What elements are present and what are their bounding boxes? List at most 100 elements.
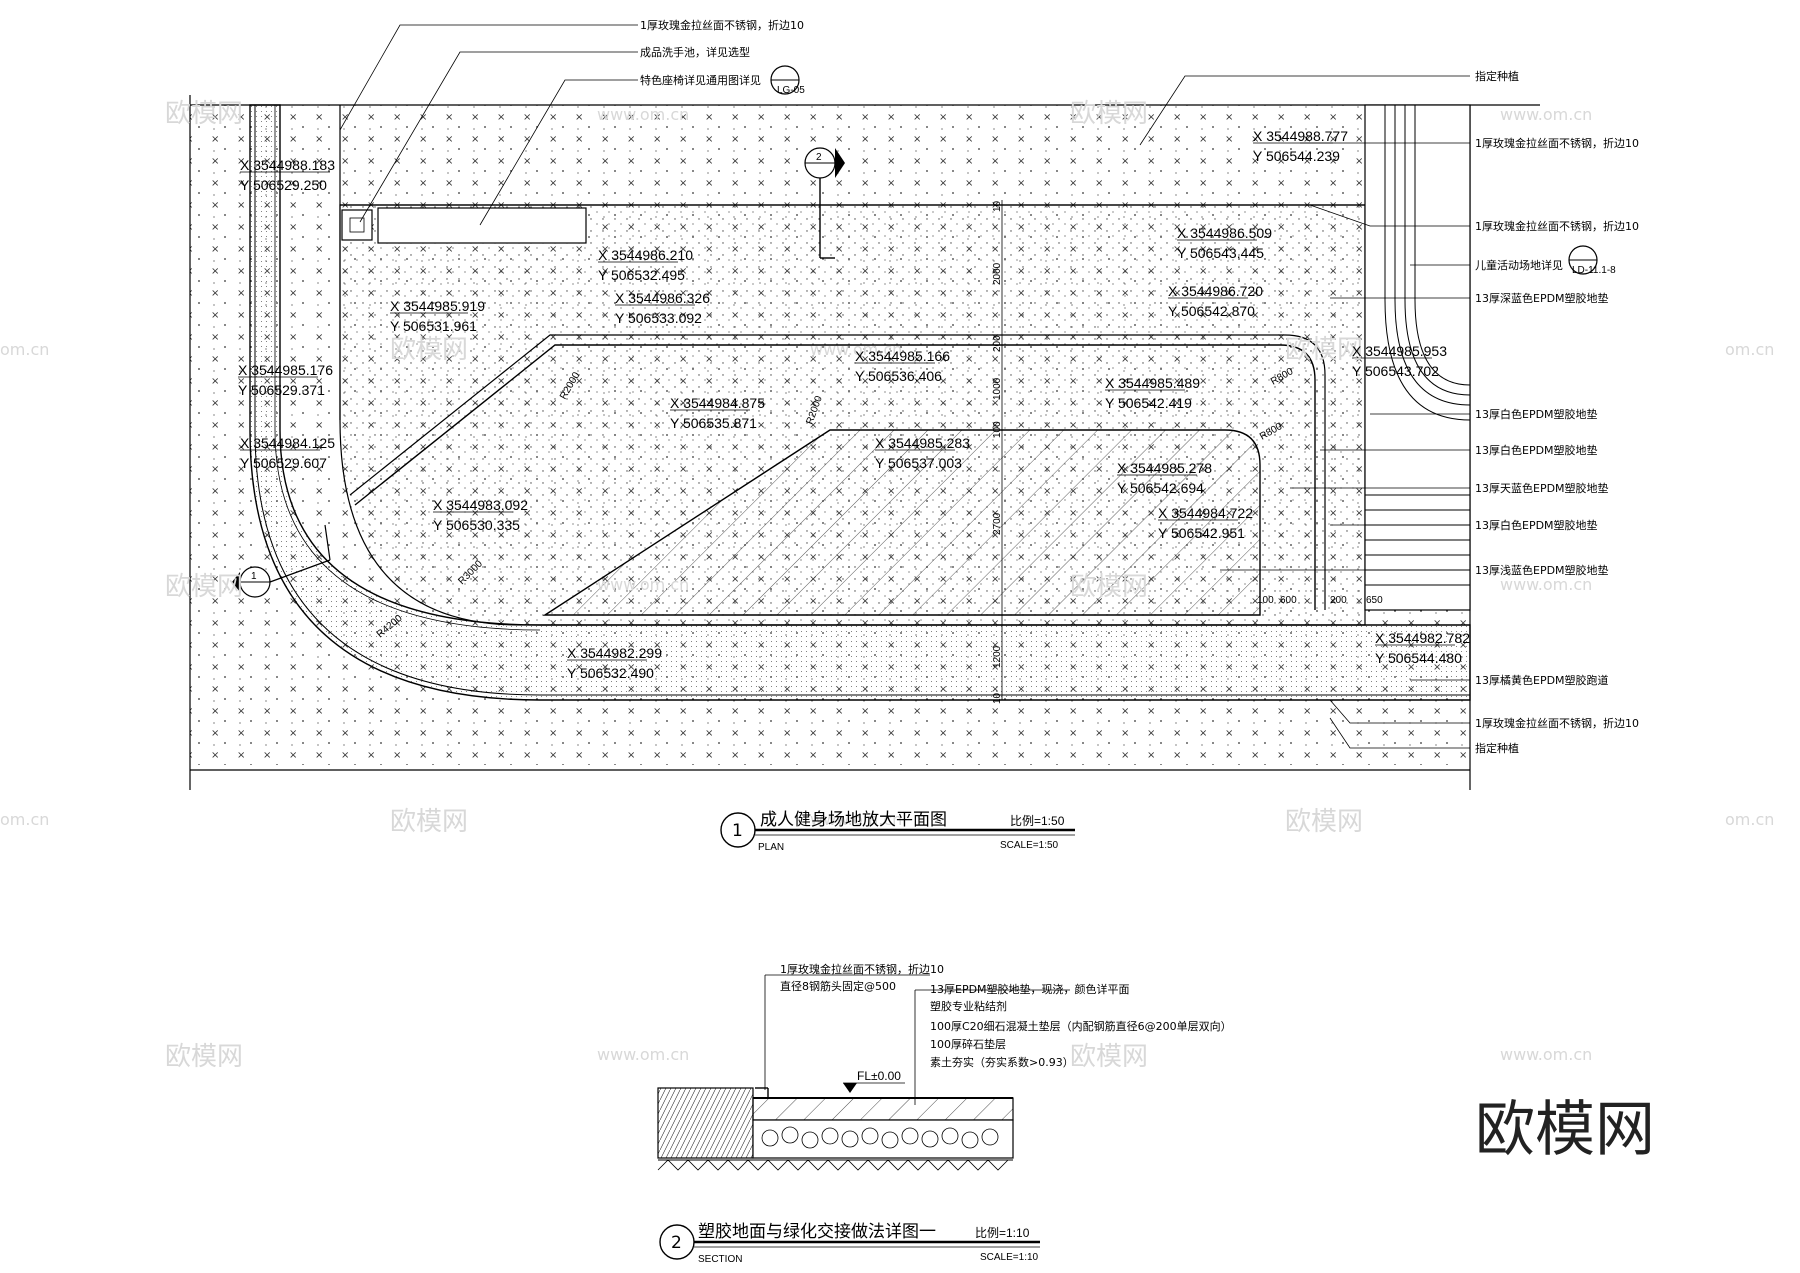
dimension-label: 1000 <box>992 377 1003 400</box>
section-callout-left: 直径8钢筋头固定@500 <box>780 979 896 993</box>
coord-y: Y 506532.490 <box>567 665 654 681</box>
dimension-label: 600 <box>1280 595 1297 606</box>
coord-y: Y 506537.003 <box>875 455 962 471</box>
coord-y: Y 506533.092 <box>615 310 702 326</box>
radius-label: R800 <box>1258 421 1285 443</box>
dimension-label: 2000 <box>992 262 1003 285</box>
coord-x: X 3544985.176 <box>238 362 333 378</box>
callout-right: 13厚白色EPDM塑胶地垫 <box>1475 407 1598 421</box>
coord-x: X 3544985.278 <box>1117 460 1212 476</box>
callout-right: 1厚玫瑰金拉丝面不锈钢，折边10 <box>1475 716 1639 730</box>
watermark: 欧模网 <box>165 572 243 602</box>
plan-scale-en: SCALE=1:50 <box>1000 840 1059 851</box>
watermark-url: www.om.cn <box>1500 575 1592 594</box>
brand-logo: 欧模网 <box>1475 1095 1655 1165</box>
coord-y: Y 506529.371 <box>238 382 325 398</box>
callout-right: 1厚玫瑰金拉丝面不锈钢，折边10 <box>1475 219 1639 233</box>
coord-x: X 3544988.183 <box>240 157 335 173</box>
callout-right: 指定种植 <box>1475 741 1519 755</box>
section-callout-right: 100厚C20细石混凝土垫层（内配钢筋直径6@200单层双向） <box>930 1019 1232 1033</box>
callout-right: 指定种植 <box>1475 69 1519 83</box>
callout-right: 13厚橘黄色EPDM塑胶跑道 <box>1475 673 1609 687</box>
coord-y: Y 506529.607 <box>240 455 327 471</box>
section-callout-right: 13厚EPDM塑胶地垫，现浇，颜色详平面 <box>930 982 1130 996</box>
dimension-label: 100 <box>992 421 1003 438</box>
section-drawing <box>657 974 1070 1260</box>
coord-y: Y 506532.495 <box>598 267 685 283</box>
radius-label: R3000 <box>456 558 485 587</box>
dimension-label: 10 <box>992 692 1003 704</box>
running-track <box>249 104 1471 701</box>
watermark-url: www.om.cn <box>1500 1045 1592 1064</box>
dimension-label: 1200 <box>992 645 1003 668</box>
coord-x: X 3544986.326 <box>615 290 710 306</box>
coord-x: X 3544986.509 <box>1177 225 1272 241</box>
section-compacted-soil <box>657 1159 1009 1171</box>
coord-y: Y 506542.419 <box>1105 395 1192 411</box>
coord-y: Y 506543.445 <box>1177 245 1264 261</box>
callout-right: 1厚玫瑰金拉丝面不锈钢，折边10 <box>1475 136 1639 150</box>
plan-title-en: PLAN <box>758 842 784 853</box>
coord-x: X 3544984.722 <box>1158 505 1253 521</box>
section-soil <box>657 1087 754 1159</box>
coord-x: X 3544984.125 <box>240 435 335 451</box>
watermark-url: www.om.cn <box>1500 105 1592 124</box>
watermark: 欧模网 <box>165 1042 243 1072</box>
radius-label: R800 <box>1269 366 1296 388</box>
coordinates: X 3544988.183 Y 506529.250 X 3544986.210… <box>238 128 1470 681</box>
coord-y: Y 506531.961 <box>390 318 477 334</box>
coord-y: Y 506544.239 <box>1253 148 1340 164</box>
callout-top: 特色座椅详见通用图详见 <box>640 73 761 87</box>
coord-y: Y 506529.250 <box>240 177 327 193</box>
watermark-url: www.om.cn <box>597 105 689 124</box>
coord-x: X 3544983.092 <box>433 497 528 513</box>
coord-x: X 3544985.489 <box>1105 375 1200 391</box>
radius-label: R2000 <box>558 370 582 401</box>
callout-top: 1厚玫瑰金拉丝面不锈钢，折边10 <box>640 18 804 32</box>
plan-scale: 比例=1:50 <box>1010 814 1065 828</box>
watermark-url: www.om.cn <box>810 340 902 359</box>
callouts-right: 指定种植 1厚玫瑰金拉丝面不锈钢，折边10 1厚玫瑰金拉丝面不锈钢，折边10 儿… <box>1475 69 1639 755</box>
coord-y: Y 506542.694 <box>1117 480 1204 496</box>
watermarks: 欧模网 www.om.cn 欧模网 www.om.cn om.cn 欧模网 ww… <box>0 99 1774 1072</box>
detail-ref-top-label: LG-05 <box>777 85 805 96</box>
coord-x: X 3544986.210 <box>598 247 693 263</box>
section-title-en: SECTION <box>698 1254 742 1265</box>
plan-number: 1 <box>732 821 743 841</box>
section-callout-right: 素土夯实（夯实系数>0.93） <box>930 1055 1074 1069</box>
watermark: 欧模网 <box>1070 99 1148 129</box>
radius-label: R2000 <box>804 394 825 426</box>
hatched-area <box>542 429 1261 616</box>
watermark-url: om.cn <box>1725 340 1774 359</box>
children-area <box>1364 104 1471 611</box>
watermark: 欧模网 <box>1070 1042 1148 1072</box>
watermark-url: om.cn <box>1725 810 1774 829</box>
coord-x: X 3544982.299 <box>567 645 662 661</box>
callout-top: 成品洗手池，详见选型 <box>640 45 750 59</box>
coord-x: X 3544985.166 <box>855 348 950 364</box>
coord-y: Y 506535.871 <box>670 415 757 431</box>
watermark: 欧模网 <box>1070 572 1148 602</box>
watermark-url: om.cn <box>0 340 49 359</box>
watermark: 欧模网 <box>390 335 468 365</box>
watermark-url: www.om.cn <box>597 1045 689 1064</box>
dimension-label: 2700 <box>992 512 1003 535</box>
coord-x: X 3544985.953 <box>1352 343 1447 359</box>
bench <box>377 207 587 244</box>
dimension-label: 200 <box>992 335 1003 352</box>
radius-label: R4200 <box>375 613 405 641</box>
section-number: 2 <box>671 1233 682 1253</box>
coord-x: X 3544988.777 <box>1253 128 1348 144</box>
section-marker-label: 2 <box>816 152 822 163</box>
section-gravel <box>752 1119 1014 1159</box>
plan-title: 成人健身场地放大平面图 <box>760 810 947 830</box>
coord-x: X 3544986.720 <box>1168 283 1263 299</box>
callout-right: 13厚深蓝色EPDM塑胶地垫 <box>1475 291 1609 305</box>
plan-drawing <box>189 24 1598 848</box>
watermark-url: om.cn <box>0 810 49 829</box>
section-scale-en: SCALE=1:10 <box>980 1252 1039 1263</box>
coord-y: Y 506543.702 <box>1352 363 1439 379</box>
dimensions-vertical: 10 2000 200 1000 100 2700 1200 10 <box>992 200 1003 704</box>
dimension-label: 100 <box>1257 595 1274 606</box>
